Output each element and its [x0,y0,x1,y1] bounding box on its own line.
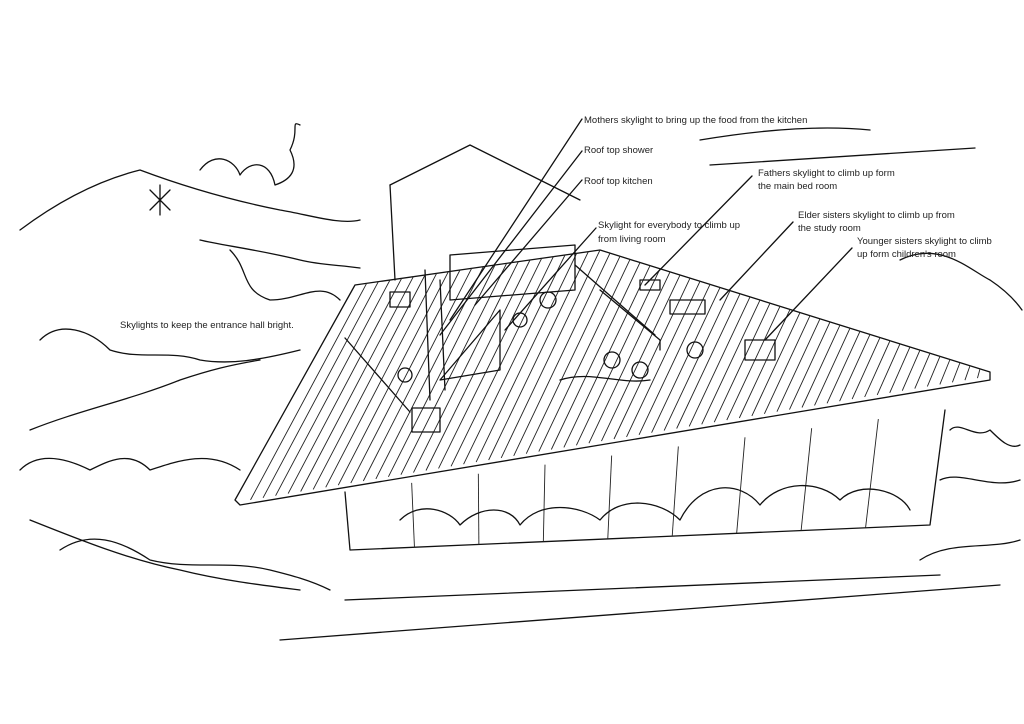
wall-panel-line [477,473,480,545]
roof-seam [814,328,851,406]
roof-seam [738,309,791,419]
walls [279,409,1001,641]
roof-seam [964,365,971,381]
entrance-skylight [411,407,441,433]
roof-seam [663,290,731,431]
label-entrance-hall: Skylights to keep the entrance hall brig… [120,320,294,331]
wall-panel-line [607,455,613,539]
roof-seam [713,302,771,423]
roof-seam [475,253,578,463]
roof-seam [751,312,801,417]
roof-seam [250,283,368,501]
roof-seam [651,287,721,433]
wall-panel-line [671,446,679,537]
label-elder-sister-2: the study room [798,223,861,234]
label-roof-shower: Roof top shower [584,145,653,156]
wall-panel-line [411,482,415,548]
roof-seam [550,262,641,450]
roof-seam [951,362,961,383]
roof-seam [262,281,379,499]
roof-seam [876,343,901,396]
fathers-skylight [639,279,661,291]
roof-seam [525,256,621,454]
roof-seam [438,258,543,469]
roof-seam [300,276,414,492]
roof-seam [864,340,891,398]
wall-panel-line [800,428,813,531]
roof-seam [613,277,691,440]
label-younger-sister: Younger sisters skylight to climb [857,236,992,247]
label-elder-sister: Elder sisters skylight to climb up from [798,210,955,221]
roof-seam [500,249,601,459]
roof-seam [513,252,611,456]
label-fathers-skylight: Fathers skylight to climb up form [758,168,895,179]
roof-seam [387,264,496,478]
roof [234,249,991,506]
roof-seam [776,318,821,412]
roof-seam [939,359,951,385]
roof-seam [977,368,981,379]
roof-seam [337,271,449,486]
roof-seam [914,353,931,389]
wall-panel-line [736,437,746,534]
roof-seam [763,315,811,414]
roof-seam [851,337,881,400]
roof-seam [789,321,831,410]
entrance-skylight-2 [389,291,411,308]
roof-seam [538,259,631,452]
label-mothers-skylight: Mothers skylight to bring up the food fr… [584,115,807,126]
label-everybody-skylight-2: from living room [598,234,666,245]
roof-seam [287,278,403,494]
roof-seam [701,299,761,425]
rooftop-structures [389,244,776,433]
label-younger-sister-2: up form children's room [857,249,956,260]
roof-seam [638,284,711,435]
roof-seam [601,274,681,442]
leader-lines [344,118,853,413]
roof-seam [312,274,426,490]
wall-panel-line [542,464,546,542]
roof-seam [901,349,921,391]
roof-seam [450,256,554,467]
elder-sister-skylight [669,299,706,315]
roof-seam [413,261,519,473]
roof-seam [588,271,671,444]
roof-seam [926,356,941,387]
label-roof-kitchen: Roof top kitchen [584,176,653,187]
roof-seam [575,268,661,446]
younger-sister-skylight [744,339,776,361]
label-fathers-skylight-2: the main bed room [758,181,837,192]
roof-seam [676,293,741,429]
annotations: Mothers skylight to bring up the food fr… [120,115,992,331]
roof-seam [626,281,701,438]
roof-seam [726,306,781,421]
label-everybody-skylight: Skylight for everybody to climb up [598,220,740,231]
roof-seam [362,268,473,482]
roof-seam [688,296,751,427]
roof-seam [463,254,566,465]
roof-seam [425,259,531,471]
roof-seam [275,279,391,496]
background-landscape [19,123,1023,591]
roof-seam [826,331,861,404]
roof-seam [325,273,438,488]
roof-seam [839,334,871,402]
roof-seam [400,263,508,475]
roof-seam [563,265,651,448]
roof-seam [488,251,589,461]
roof-seam [889,346,911,393]
roof-seam [801,324,841,408]
wall-panel-line [865,419,879,528]
